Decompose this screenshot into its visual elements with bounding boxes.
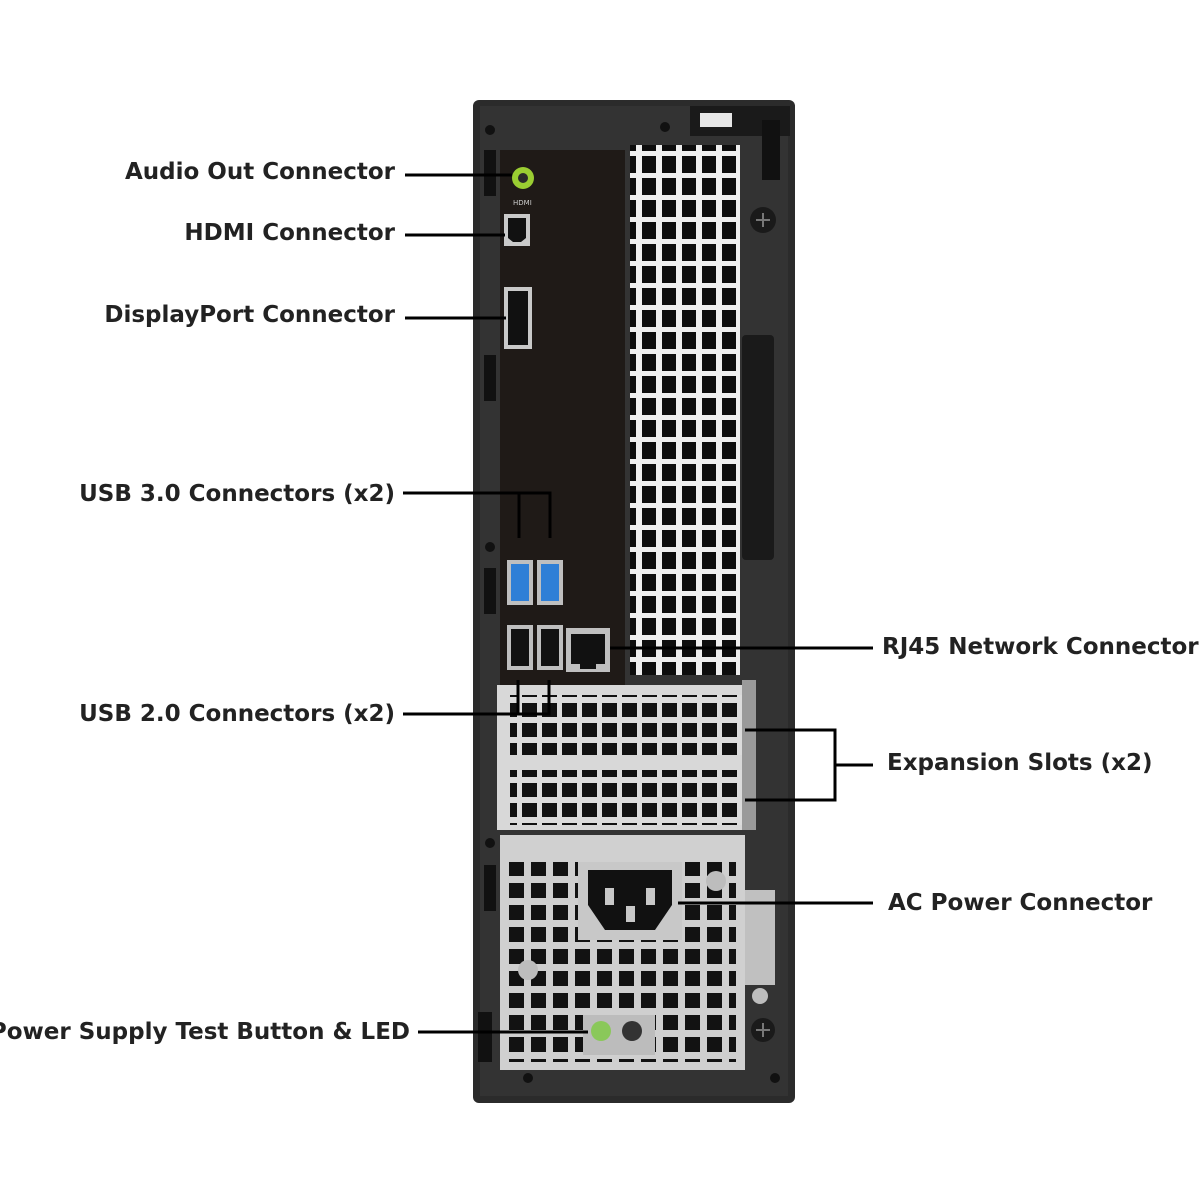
leader-lines	[403, 173, 873, 1034]
label-usb2: USB 2.0 Connectors (x2)	[79, 701, 395, 727]
usb2-ports	[507, 625, 563, 670]
vent-grille	[630, 145, 740, 675]
label-power-test: Power Supply Test Button & LED	[0, 1019, 410, 1045]
label-audio-out: Audio Out Connector	[124, 159, 395, 185]
label-ac-power: AC Power Connector	[888, 890, 1153, 916]
label-displayport: DisplayPort Connector	[104, 302, 395, 328]
label-hdmi: HDMI Connector	[184, 220, 395, 246]
audio-out-port	[512, 167, 534, 189]
power-supply	[500, 835, 775, 1070]
expansion-slots	[497, 680, 756, 830]
psu-test-button	[622, 1021, 642, 1041]
label-usb3: USB 3.0 Connectors (x2)	[79, 481, 395, 507]
usb3-ports	[507, 560, 563, 605]
leader-usb3	[403, 491, 552, 538]
rj45-port	[566, 628, 610, 672]
hdmi-marking: HDMI	[513, 199, 532, 207]
leader-expansion	[745, 728, 873, 802]
hdmi-port: HDMI	[504, 199, 532, 246]
label-expansion: Expansion Slots (x2)	[887, 750, 1153, 776]
psu-test-led	[591, 1021, 611, 1041]
label-rj45: RJ45 Network Connector	[882, 634, 1199, 660]
leader-usb2	[403, 680, 551, 716]
ac-power-socket	[588, 870, 672, 930]
displayport-port	[504, 287, 532, 349]
